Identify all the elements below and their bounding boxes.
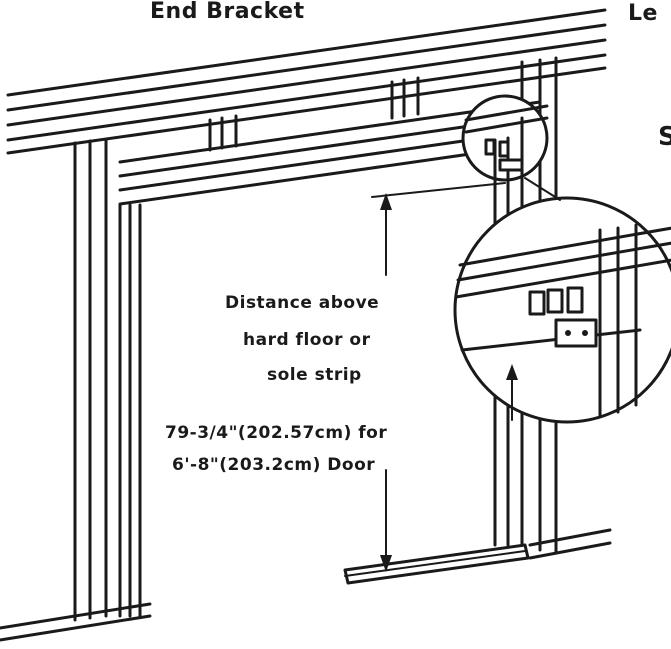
- side-right-label: S: [658, 122, 671, 152]
- bottom-right-plate: [528, 528, 612, 560]
- top-plate: [6, 8, 607, 155]
- small-detail-circle: [461, 94, 549, 182]
- cripple-block-1: [208, 114, 238, 152]
- end-bracket-label: End Bracket: [150, 0, 305, 24]
- measure-label-line1: 79-3/4"(202.57cm) for: [165, 423, 387, 443]
- distance-label-line2: hard floor or: [243, 330, 371, 350]
- left-studs: [73, 138, 142, 622]
- distance-label-line1: Distance above: [225, 293, 379, 313]
- top-right-label: Le: [628, 1, 658, 26]
- measure-label-line2: 6'-8"(203.2cm) Door: [172, 455, 375, 475]
- cripple-block-2: [390, 76, 420, 120]
- distance-label-line3: sole strip: [267, 365, 362, 385]
- bottom-left-plate: [0, 602, 152, 642]
- sole-strip: [343, 543, 530, 585]
- dimension-line: [371, 182, 518, 572]
- detail-connector: [524, 177, 561, 201]
- large-detail-circle: [453, 196, 671, 424]
